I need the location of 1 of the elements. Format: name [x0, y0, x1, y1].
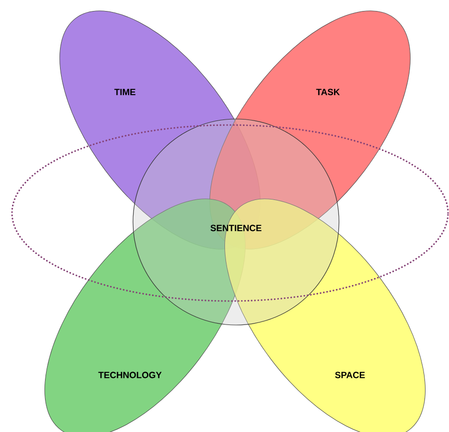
dotted-ellipse	[11, 124, 449, 302]
